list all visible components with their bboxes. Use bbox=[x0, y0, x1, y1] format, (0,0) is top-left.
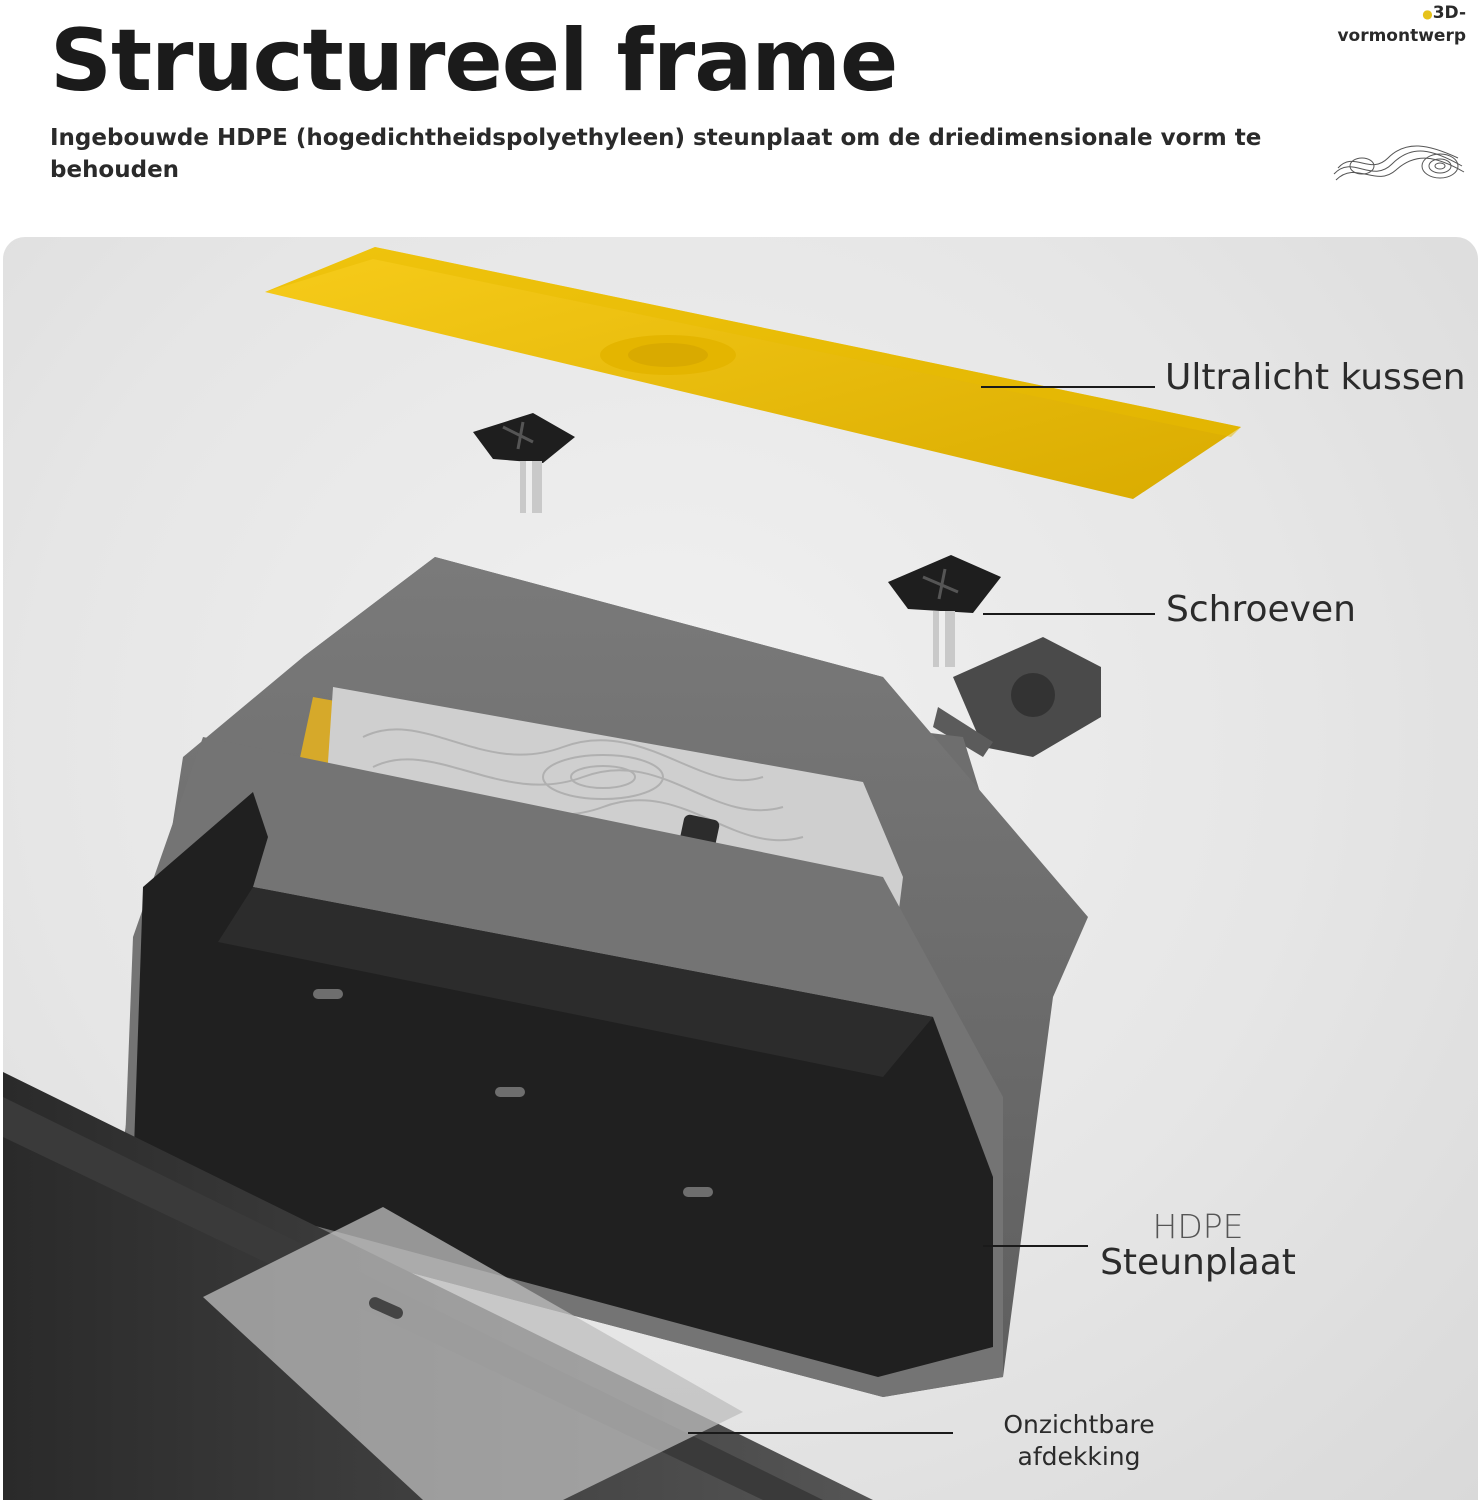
badge-line-1: 3D- bbox=[1432, 3, 1466, 23]
callout-cushion: Ultralicht kussen bbox=[1165, 357, 1466, 398]
page-title: Structureel frame bbox=[50, 11, 898, 111]
callout-lines bbox=[688, 386, 1155, 1434]
cover-bar-part bbox=[3, 1072, 873, 1500]
callout-cover-line-2: afdekking bbox=[1017, 1442, 1141, 1471]
screw-part-right bbox=[888, 555, 1001, 667]
exploded-view-illustration bbox=[3, 247, 1241, 1500]
callout-invisible-cover: Onzichtbare afdekking bbox=[993, 1409, 1165, 1473]
page-subtitle: Ingebouwde HDPE (hogedichtheidspolyethyl… bbox=[50, 125, 1262, 183]
callout-screws: Schroeven bbox=[1166, 589, 1356, 630]
callout-hdpe-line-1: HDPE bbox=[1152, 1207, 1244, 1246]
screw-part-left bbox=[473, 413, 575, 513]
topographic-lines-icon bbox=[1333, 145, 1465, 181]
illustration-panel: Ultralicht kussen Schroeven HDPE Steunpl… bbox=[3, 237, 1478, 1500]
callout-hdpe-plate: HDPE Steunplaat bbox=[1098, 1209, 1298, 1281]
mount-bracket bbox=[933, 637, 1101, 757]
callout-cover-line-1: Onzichtbare bbox=[1003, 1410, 1155, 1439]
sparkle-icon: ● bbox=[1422, 7, 1433, 21]
feature-badge: ●3D- vormontwerp bbox=[1337, 2, 1466, 47]
callout-hdpe-line-2: Steunplaat bbox=[1100, 1242, 1296, 1283]
cushion-part bbox=[265, 247, 1241, 499]
badge-line-2: vormontwerp bbox=[1337, 26, 1466, 46]
